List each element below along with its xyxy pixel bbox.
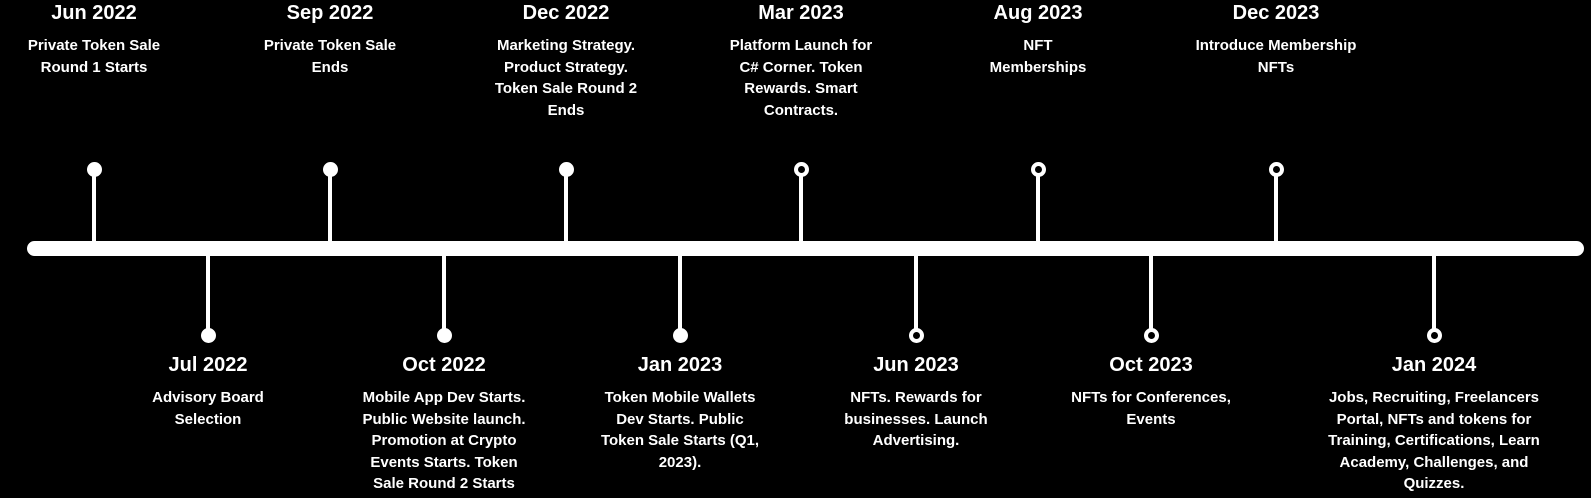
milestone-description: Mobile App Dev Starts. Public Website la… — [362, 389, 526, 492]
milestone-stem-line — [1274, 169, 1278, 241]
milestone-stem-line — [1432, 256, 1436, 335]
milestone-date: Jun 2022 — [51, 2, 137, 24]
milestone-description: NFTs for Conferences, Events — [1071, 389, 1231, 428]
timeline-bar — [27, 241, 1584, 256]
milestone-date: Jan 2023 — [637, 354, 723, 376]
milestone-description: Token Mobile Wallets Dev Starts. Public … — [600, 389, 760, 471]
milestone-date: Sep 2022 — [286, 2, 374, 24]
milestone-stem-line — [678, 256, 682, 335]
milestone-stem-line — [92, 169, 96, 241]
milestone-description: Marketing Strategy. Product Strategy. To… — [494, 37, 638, 119]
milestone-date: Mar 2023 — [758, 2, 844, 24]
milestone-marker-filled-dot — [322, 162, 338, 177]
milestone-date: Jul 2022 — [168, 354, 248, 376]
milestone-date: Jun 2023 — [873, 354, 959, 376]
milestone-marker-filled-dot — [86, 162, 102, 177]
milestone-marker-filled-dot — [558, 162, 574, 177]
milestone-marker-open-ring — [908, 328, 924, 343]
milestone-marker-filled-dot — [200, 328, 216, 343]
milestone-stem-line — [564, 169, 568, 241]
milestone-stem-line — [206, 256, 210, 335]
milestone-description: Jobs, Recruiting, Freelancers Portal, NF… — [1328, 389, 1540, 492]
milestone-marker-open-ring — [1426, 328, 1442, 343]
milestone-description: NFT Memberships — [989, 37, 1087, 76]
milestone-stem-line — [328, 169, 332, 241]
milestone-description: Introduce Membership NFTs — [1195, 37, 1357, 76]
milestone-description: Private Token Sale Round 1 Starts — [27, 37, 161, 76]
milestone-date: Aug 2023 — [993, 2, 1083, 24]
milestone-stem-line — [914, 256, 918, 335]
milestone-stem-line — [1036, 169, 1040, 241]
milestone-date: Oct 2022 — [402, 354, 486, 376]
milestone-date: Oct 2023 — [1109, 354, 1193, 376]
milestone-description: Platform Launch for C# Corner. Token Rew… — [729, 37, 873, 119]
milestone-stem-line — [442, 256, 446, 335]
milestone-description: Private Token Sale Ends — [263, 37, 397, 76]
milestone-stem-line — [1149, 256, 1153, 335]
milestone-description: NFTs. Rewards for businesses. Launch Adv… — [844, 389, 988, 449]
milestone-marker-filled-dot — [672, 328, 688, 343]
milestone-stem-line — [799, 169, 803, 241]
milestone-marker-open-ring — [1030, 162, 1046, 177]
milestone-marker-open-ring — [793, 162, 809, 177]
milestone-date: Dec 2023 — [1232, 2, 1320, 24]
milestone-description: Advisory Board Selection — [152, 389, 264, 428]
milestone-marker-open-ring — [1143, 328, 1159, 343]
milestone-marker-open-ring — [1268, 162, 1284, 177]
milestone-date: Dec 2022 — [522, 2, 610, 24]
milestone-date: Jan 2024 — [1391, 354, 1477, 376]
milestone-marker-filled-dot — [436, 328, 452, 343]
